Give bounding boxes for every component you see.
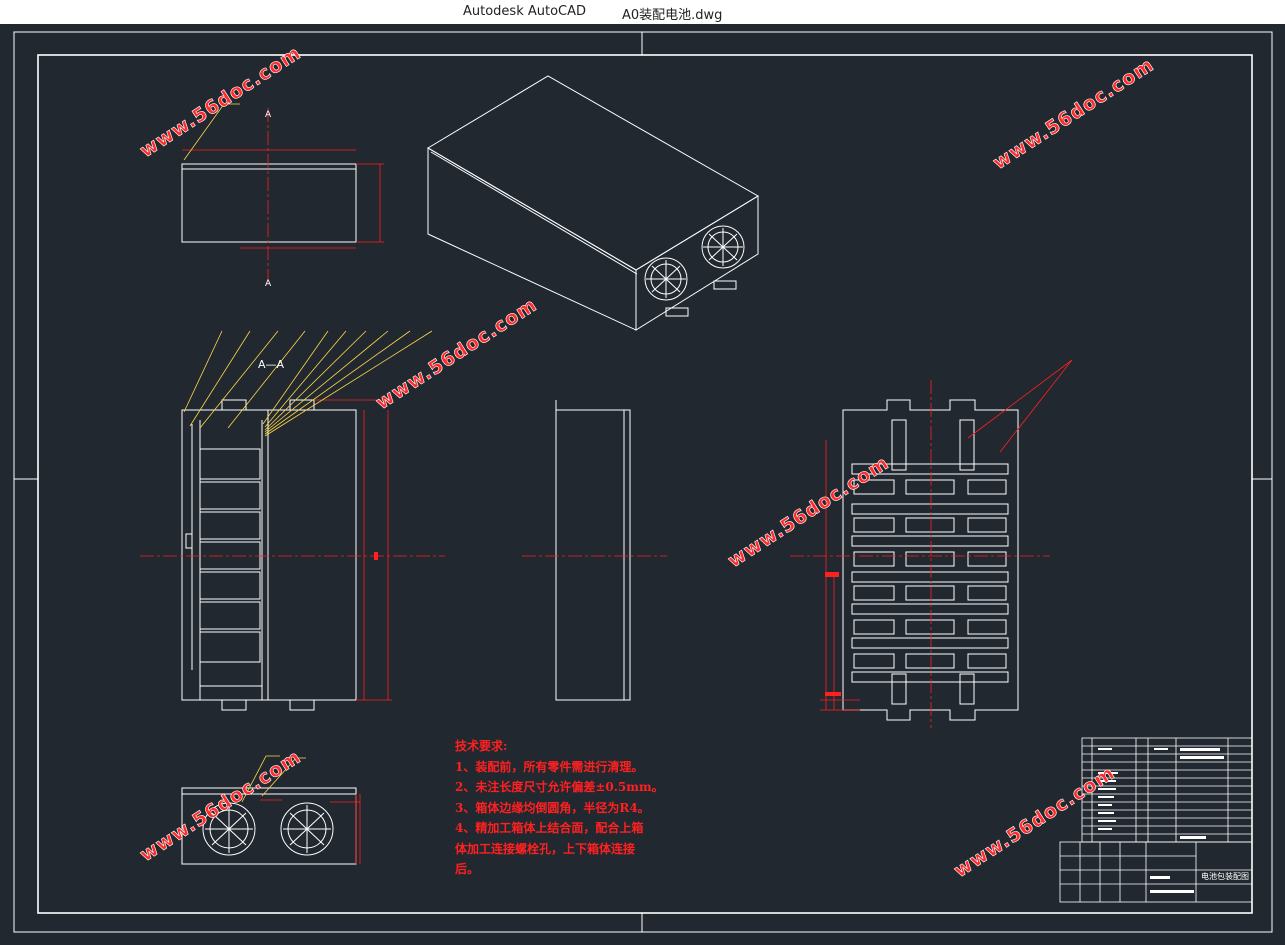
sheet-inner-border (37, 54, 1253, 914)
isometric-view (427, 75, 759, 331)
notes-line: 2、未注长度尺寸允许偏差±0.5mm。 (455, 780, 664, 794)
drawing-name: 电池包装配图 (1201, 872, 1249, 881)
notes-line: 3、箱体边缘均倒圆角，半径为R4。 (455, 800, 650, 815)
title-block (1059, 737, 1253, 903)
section-a-a-view (181, 399, 357, 711)
center-lines (140, 108, 1073, 864)
drawing-sheet (13, 31, 1273, 933)
top-view (181, 163, 357, 243)
window-title-bar: Autodesk AutoCAD A0装配电池.dwg (0, 0, 1285, 24)
technical-notes: 技术要求: 1、装配前，所有零件需进行清理。 2、未注长度尺寸允许偏差±0.5m… (455, 736, 664, 880)
notes-line: 4、精加工箱体上结合面，配合上箱 (455, 821, 644, 835)
cut-marker-top: A (265, 110, 272, 120)
cooling-plate-view (842, 399, 1019, 721)
notes-line: 后。 (455, 862, 480, 876)
notes-line: 体加工连接螺栓孔，上下箱体连接 (455, 841, 636, 856)
notes-line: 1、装配前，所有零件需进行清理。 (455, 759, 644, 774)
notes-heading: 技术要求: (455, 739, 508, 753)
front-view (181, 787, 357, 865)
cut-marker-bottom: A (265, 279, 272, 289)
side-view (555, 400, 631, 701)
app-name: Autodesk AutoCAD (463, 4, 587, 19)
section-label: A—A (258, 358, 285, 371)
sheet-outer-border (13, 31, 1273, 933)
part-leaders (183, 103, 433, 803)
drawing-canvas[interactable]: A A A—A 电池包装配图 技术要求: 1、装配前，所有零件需进行清理。 2、… (0, 24, 1285, 940)
file-name: A0装配电池.dwg (622, 8, 723, 23)
